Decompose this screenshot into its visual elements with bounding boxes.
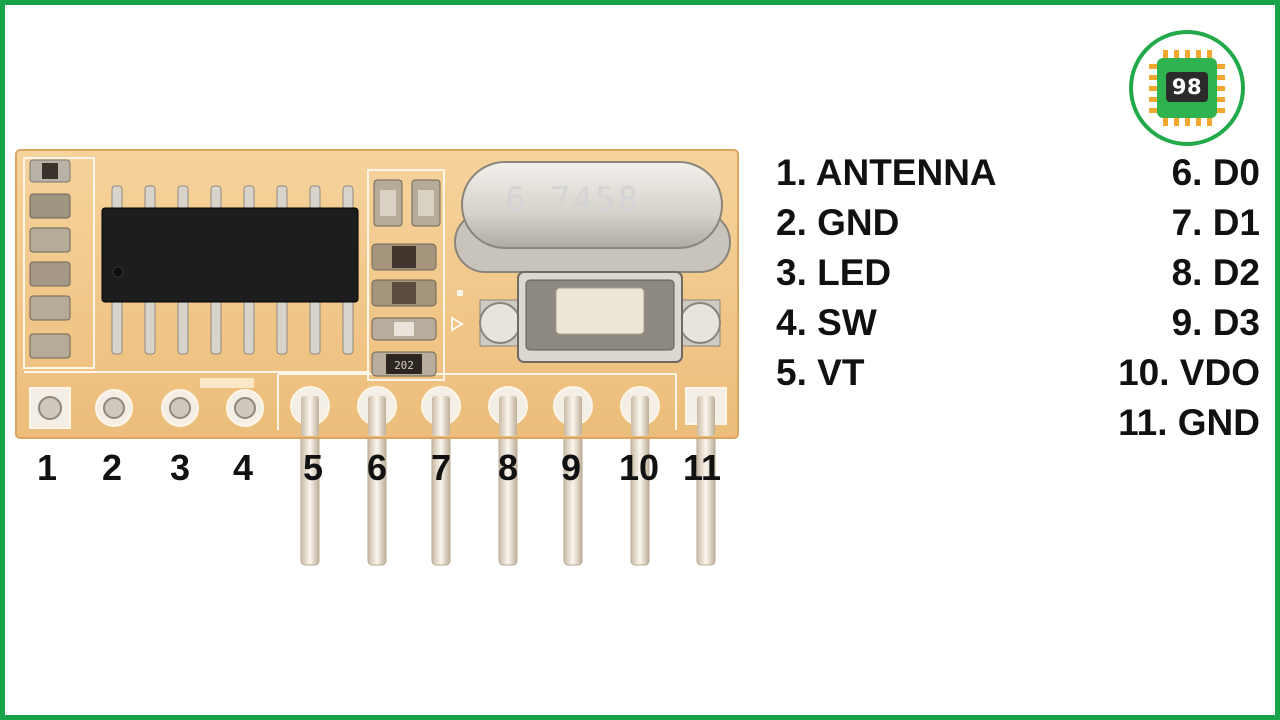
crystal-marking: 6.7458	[505, 180, 640, 220]
legend-item: 2. GND	[776, 202, 900, 243]
pin-number-11: 11	[682, 447, 722, 488]
pin-number-1: 1	[36, 447, 58, 488]
pin-number-10: 10	[618, 447, 660, 488]
legend-item: 3. LED	[776, 252, 892, 293]
pin-number-7: 7	[430, 447, 452, 488]
tactile-switch	[479, 271, 721, 363]
legend-item: 11. GND	[1118, 402, 1260, 443]
logo-badge: 98	[1129, 30, 1245, 146]
header-pins	[300, 399, 716, 566]
pin-number-3: 3	[169, 447, 191, 488]
legend-item: 1. ANTENNA	[776, 152, 997, 193]
pin-legend-left: 1. ANTENNA 2. GND 3. LED 4. SW 5. VT	[776, 148, 997, 398]
pin-number-2: 2	[101, 447, 123, 488]
ic-chip	[101, 207, 359, 303]
legend-item: 8. D2	[1171, 252, 1260, 293]
legend-item: 9. D3	[1171, 302, 1260, 343]
smd-components-left	[29, 159, 71, 359]
resistor-marking: 202	[394, 359, 414, 372]
legend-item: 7. D1	[1171, 202, 1260, 243]
pin-number-5: 5	[302, 447, 324, 488]
crystal-oscillator	[454, 161, 731, 273]
smd-components-right	[371, 179, 441, 377]
pin-number-8: 8	[497, 447, 519, 488]
legend-item: 5. VT	[776, 352, 865, 393]
legend-item: 10. VDO	[1118, 352, 1260, 393]
legend-item: 4. SW	[776, 302, 877, 343]
legend-item: 6. D0	[1171, 152, 1260, 193]
pin-number-9: 9	[560, 447, 582, 488]
chip-icon	[1149, 50, 1225, 126]
rf-receiver-module: 202	[15, 149, 739, 566]
pin-number-6: 6	[366, 447, 388, 488]
pin-number-4: 4	[232, 447, 254, 488]
pin-tops	[301, 396, 715, 436]
pin-legend-right: 6. D0 7. D1 8. D2 9. D3 10. VDO 11. GND	[1096, 148, 1260, 448]
logo-text: 98	[1171, 75, 1203, 99]
